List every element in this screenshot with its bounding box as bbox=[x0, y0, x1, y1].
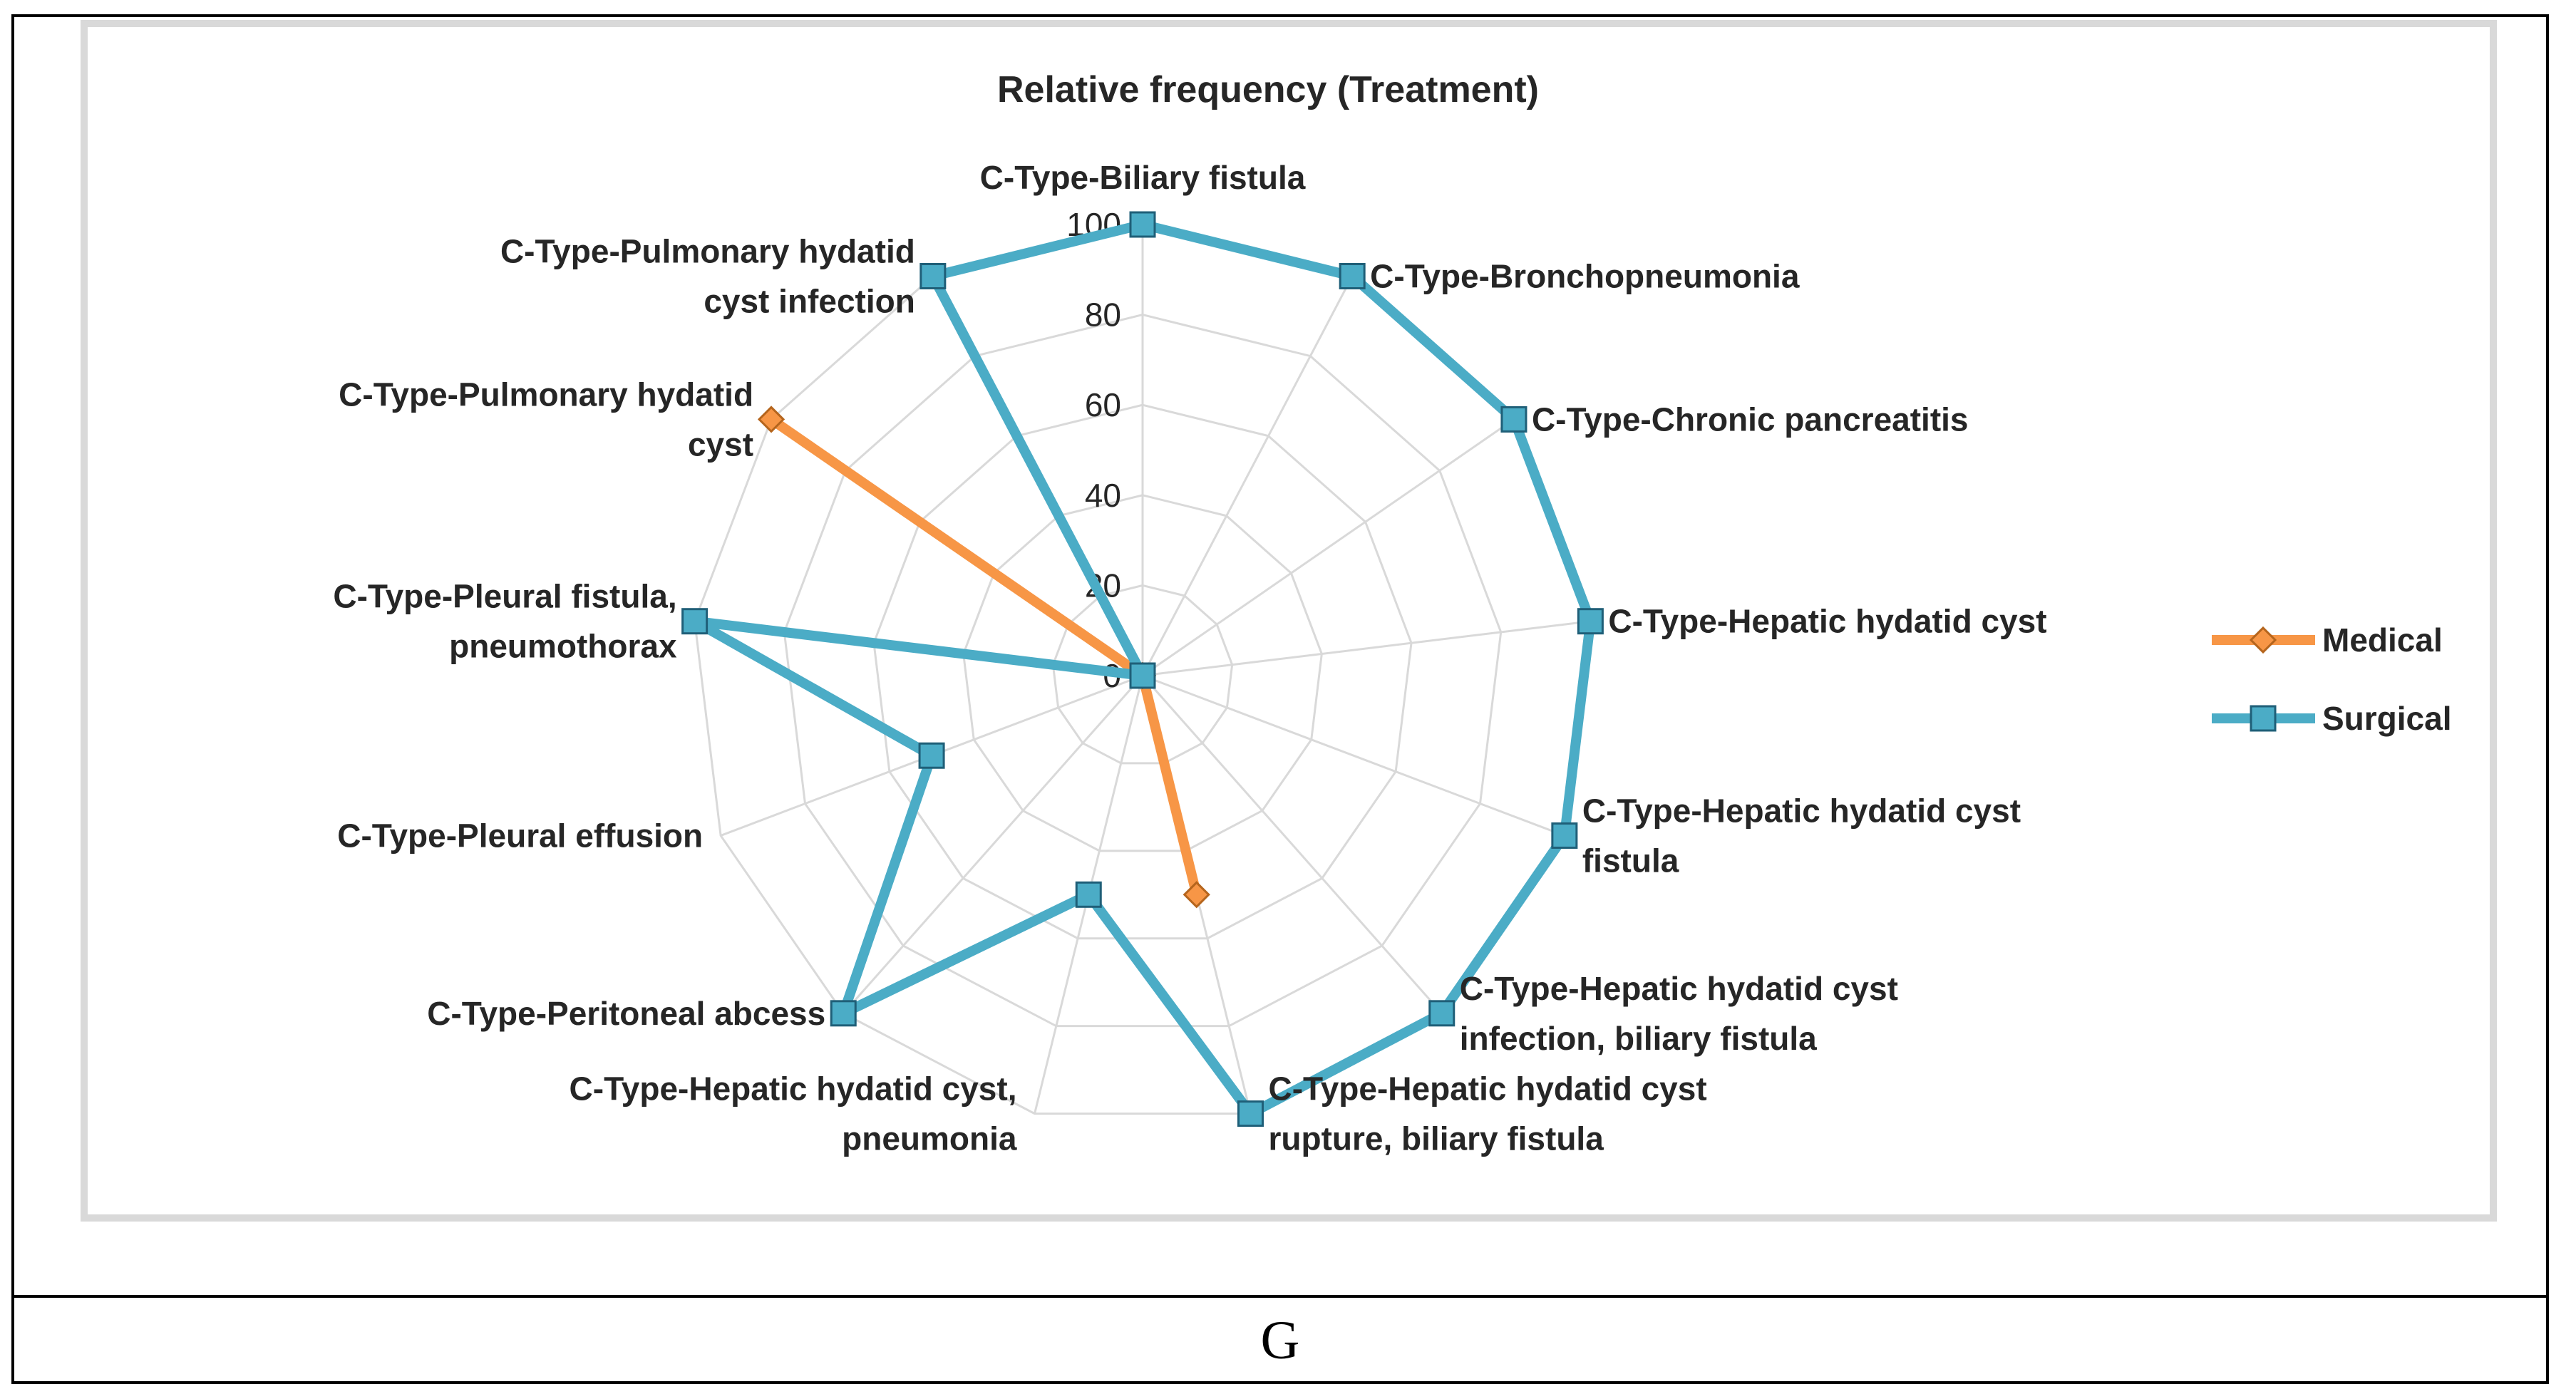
surgical-point bbox=[1237, 1100, 1264, 1127]
legend-marker-medical bbox=[2249, 626, 2277, 654]
r-tick-label: 80 bbox=[1085, 296, 1121, 334]
surgical-point bbox=[919, 263, 947, 290]
surgical-point bbox=[1339, 263, 1366, 290]
legend-label-medical: Medical bbox=[2322, 621, 2443, 659]
category-label-line: C-Type-Hepatic hydatid cyst bbox=[1582, 792, 2021, 829]
category-label-line: C-Type-Biliary fistula bbox=[980, 159, 1306, 196]
legend-item-surgical: Surgical bbox=[2212, 700, 2452, 737]
radar-chart: Relative frequency (Treatment) 020406080… bbox=[333, 69, 2452, 1157]
category-label-line: cyst bbox=[688, 425, 753, 463]
figure-caption: G bbox=[1260, 1310, 1300, 1370]
category-label: C-Type-Pulmonary hydatid cyst infection bbox=[500, 233, 915, 320]
legend-item-medical: Medical bbox=[2212, 621, 2443, 659]
r-tick-label: 40 bbox=[1085, 477, 1121, 514]
grid-spoke bbox=[1142, 418, 1515, 677]
category-label-line: C-Type-Pulmonary hydatid bbox=[500, 233, 915, 270]
surgical-point bbox=[1428, 1000, 1456, 1027]
category-label: C-Type-Chronic pancreatitis bbox=[1532, 401, 1969, 438]
r-tick-label: 60 bbox=[1085, 386, 1121, 423]
surgical-point bbox=[1500, 406, 1527, 433]
category-label-line: rupture, biliary fistula bbox=[1268, 1120, 1604, 1157]
category-label-line: C-Type-Pleural fistula, bbox=[333, 578, 676, 615]
category-label: C-Type-Hepatic hydatid cyst bbox=[1608, 603, 2046, 640]
category-label: C-Type-Pleural effusion bbox=[337, 817, 703, 854]
category-label-line: cyst infection bbox=[704, 283, 915, 320]
category-label: C-Type-Pleural fistula, pneumothorax bbox=[333, 578, 677, 665]
category-label-line: C-Type-Bronchopneumonia bbox=[1370, 258, 1800, 295]
grid-spoke bbox=[1141, 675, 1443, 1014]
category-labels: C-Type-Biliary fistulaC-Type-Bronchopneu… bbox=[333, 159, 2046, 1157]
medical-point bbox=[757, 406, 785, 433]
surgical-point bbox=[1129, 211, 1156, 238]
category-label-line: fistula bbox=[1582, 842, 1679, 879]
category-label-line: C-Type-Pulmonary hydatid bbox=[339, 376, 753, 413]
surgical-series bbox=[681, 211, 1604, 1127]
category-label: C-Type-Peritoneal abcess bbox=[427, 995, 825, 1032]
category-label-line: C-Type-Peritoneal abcess bbox=[427, 995, 825, 1032]
surgical-point bbox=[1577, 608, 1604, 635]
category-label-line: infection, biliary fistula bbox=[1460, 1020, 1817, 1057]
grid-ring bbox=[783, 314, 1503, 1028]
grid-spoke bbox=[1142, 620, 1591, 677]
series-layer bbox=[681, 211, 1604, 1127]
category-label: C-Type-Biliary fistula bbox=[980, 159, 1306, 196]
category-label: C-Type-Bronchopneumonia bbox=[1370, 258, 1800, 295]
category-label-line: C-Type-Hepatic hydatid cyst bbox=[1460, 970, 1898, 1007]
category-label: C-Type-Hepatic hydatid cyst, pneumonia bbox=[570, 1070, 1017, 1157]
chart-title: Relative frequency (Treatment) bbox=[997, 69, 1539, 110]
legend-marker-surgical bbox=[2250, 705, 2277, 732]
category-label-line: C-Type-Hepatic hydatid cyst bbox=[1268, 1070, 1706, 1108]
surgical-point bbox=[1075, 881, 1102, 908]
surgical-point bbox=[1129, 662, 1156, 689]
category-label: C-Type-Hepatic hydatid cyst rupture, bili… bbox=[1268, 1070, 1706, 1157]
caption-divider bbox=[11, 1295, 2549, 1298]
category-label: C-Type-Pulmonary hydatid cyst bbox=[339, 376, 753, 463]
medical-point bbox=[1183, 881, 1210, 909]
grid-spoke bbox=[1141, 275, 1354, 676]
category-label-line: pneumonia bbox=[842, 1120, 1017, 1157]
category-label: C-Type-Hepatic hydatid cyst fistula bbox=[1582, 792, 2021, 879]
grid-spoke bbox=[1142, 674, 1565, 837]
surgical-point bbox=[830, 1000, 857, 1027]
surgical-point bbox=[1551, 822, 1578, 849]
figure-table bbox=[11, 14, 2549, 1384]
category-label-line: C-Type-Chronic pancreatitis bbox=[1532, 401, 1969, 438]
category-label-line: C-Type-Hepatic hydatid cyst bbox=[1608, 603, 2046, 640]
surgical-point bbox=[918, 742, 945, 769]
category-label: C-Type-Hepatic hydatid cyst infection, bi… bbox=[1460, 970, 1898, 1057]
grid-ring bbox=[962, 494, 1323, 852]
category-label-line: C-Type-Hepatic hydatid cyst, bbox=[570, 1070, 1017, 1108]
surgical-series-line bbox=[689, 220, 1596, 1119]
surgical-point bbox=[681, 608, 709, 635]
grid-ring bbox=[872, 403, 1413, 940]
category-label-line: pneumothorax bbox=[449, 628, 677, 665]
grid-ring bbox=[1051, 584, 1234, 765]
category-label-line: C-Type-Pleural effusion bbox=[337, 817, 703, 854]
grid-spoke bbox=[843, 675, 1144, 1014]
legend-label-surgical: Surgical bbox=[2322, 700, 2452, 737]
